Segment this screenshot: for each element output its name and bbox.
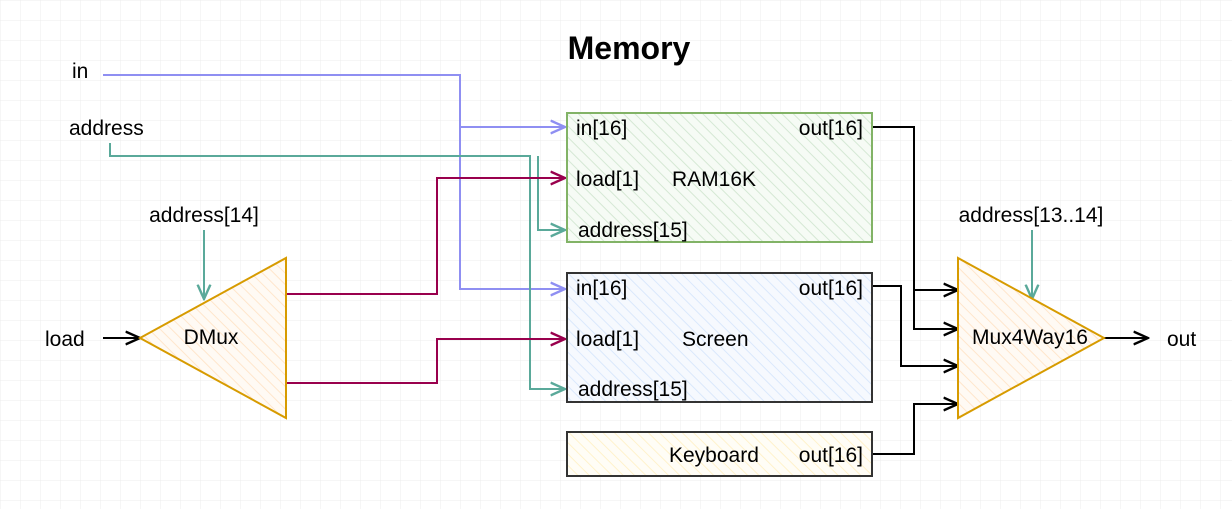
screen-load-port: load[1] [576,328,639,351]
in-bus-wires [103,74,565,290]
screen-block: in[16] load[1] Screen address[15] out[16… [566,272,873,403]
load-wires [286,178,565,384]
ram-in-port: in[16] [576,117,627,140]
screen-out-port: out[16] [799,277,863,300]
keyboard-out-to-mux-wire [872,404,958,455]
ram16k-block: in[16] load[1] RAM16K address[15] out[16… [566,112,873,243]
data-output-wires [872,126,1148,455]
dmux-label: DMux [184,326,239,349]
ram-out-port: out[16] [799,117,863,140]
screen-in-port: in[16] [576,277,627,300]
input-load-label: load [45,328,85,351]
screen-box [566,272,873,403]
mux4way16-gate: Mux4Way16 [957,256,1107,420]
ram-out-to-mux-wire-b [913,290,958,329]
keyboard-out-port: out[16] [799,444,863,467]
dmux-to-screen-load-wire [286,339,565,384]
ram-box [566,112,873,243]
address-trunk-wire [109,143,531,390]
ram-address-port: address[15] [578,219,688,242]
keyboard-name: Keyboard [669,444,759,467]
mux-select-label: address[13..14] [959,204,1104,227]
dmux-gate: DMux [137,256,287,420]
screen-address-port: address[15] [578,378,688,401]
mux-triangle [957,256,1107,420]
input-address-label: address [69,117,144,140]
dmux-to-ram-load-wire [286,178,565,295]
output-out-label: out [1167,328,1196,351]
mux-label: Mux4Way16 [972,326,1088,349]
screen-out-to-mux-wire [872,285,958,366]
ram-name: RAM16K [672,168,756,191]
ram-load-port: load[1] [576,168,639,191]
screen-name: Screen [682,328,749,351]
keyboard-block: Keyboard out[16] [566,431,873,477]
in-trunk-wire [103,74,461,290]
input-in-label: in [72,60,88,83]
address-to-ram-wire [537,156,565,230]
diagram-title: Memory [568,30,691,66]
keyboard-box [566,431,873,477]
dmux-select-label: address[14] [149,204,259,227]
ram-out-to-mux-wire-a [872,126,958,290]
dmux-triangle [137,256,287,420]
address-bus-wires [109,143,1032,390]
